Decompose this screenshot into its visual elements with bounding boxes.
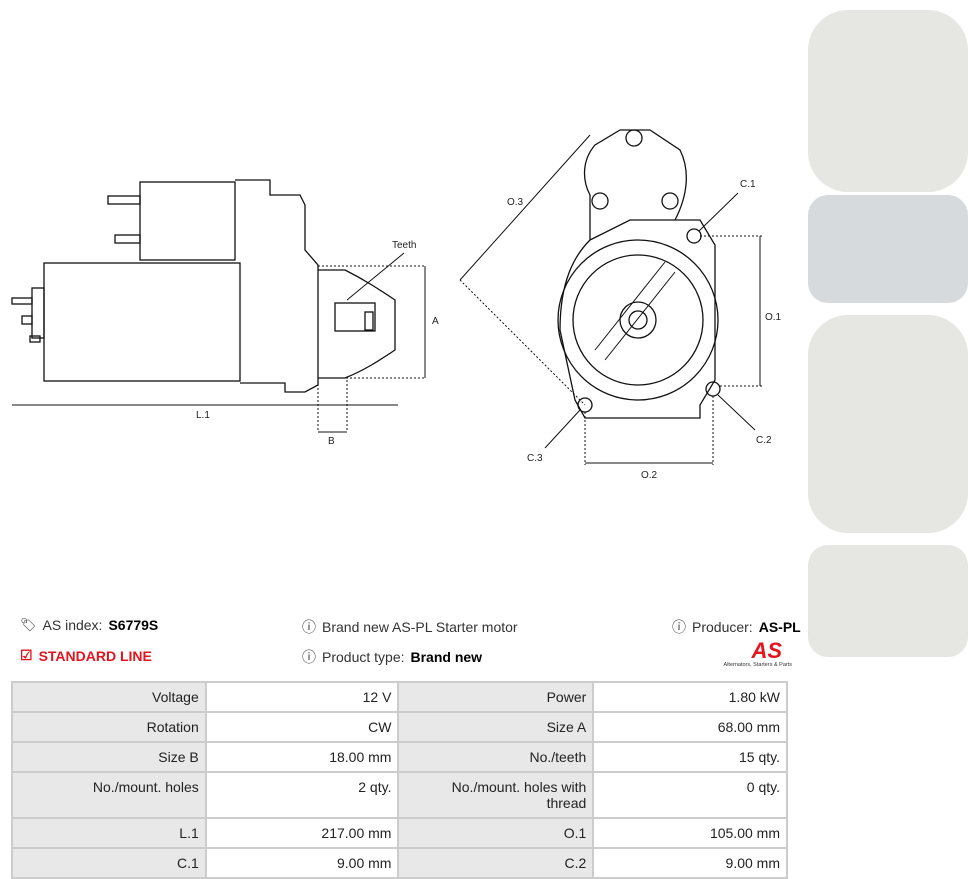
tags-icon: 🏷 (20, 617, 37, 632)
as-index: 🏷 AS index: S6779S (20, 617, 158, 633)
spec-value: 2 qty. (204, 771, 400, 819)
logo-mark: AS (751, 638, 782, 663)
spec-value: 18.00 mm (204, 741, 400, 773)
description-text: Brand new AS-PL Starter motor (322, 619, 518, 635)
spec-value: 1.80 kW (592, 681, 788, 713)
dim-o1-label: O.1 (765, 312, 782, 323)
checkbox-icon: ☑ (20, 647, 33, 663)
spec-label: Power (397, 681, 595, 713)
dim-o3-label: O.3 (507, 197, 524, 208)
product-type: ⓘ Product type: Brand new (302, 647, 482, 667)
producer: ⓘ Producer: AS-PL (672, 617, 801, 637)
spec-label: No./teeth (397, 741, 595, 773)
spec-label: C.1 (11, 847, 207, 879)
spec-value: 12 V (204, 681, 400, 713)
spec-label: C.2 (397, 847, 595, 879)
spec-label: No./mount. holes with thread (397, 771, 595, 819)
standard-line-badge: ☑ STANDARD LINE (20, 647, 152, 664)
dim-c3-label: C.3 (527, 453, 543, 464)
as-pl-logo: AS Alternators, Starters & Parts (716, 638, 792, 669)
spec-label: Rotation (11, 711, 207, 743)
dim-a-label: A (432, 316, 439, 327)
dim-l1-label: L.1 (196, 410, 210, 421)
spec-label: Size A (397, 711, 595, 743)
dim-o2-label: O.2 (641, 470, 658, 480)
info-icon: ⓘ (672, 619, 686, 635)
spec-value: 0 qty. (592, 771, 788, 819)
teeth-label: Teeth (392, 240, 416, 251)
dim-b-label: B (328, 436, 335, 447)
producer-value: AS-PL (758, 619, 801, 635)
spec-label: L.1 (11, 817, 207, 849)
spec-value: 105.00 mm (592, 817, 788, 849)
line-label: STANDARD LINE (38, 647, 152, 664)
product-photo-back[interactable] (808, 315, 968, 533)
product-photo-front[interactable] (808, 10, 968, 192)
product-type-value: Brand new (410, 649, 483, 665)
spec-value: 15 qty. (592, 741, 788, 773)
dim-c1-label: C.1 (740, 179, 756, 190)
spec-label: Voltage (11, 681, 207, 713)
front-view-drawing: C.1 O.1 C.2 C.3 O.2 O.3 (459, 129, 782, 480)
product-type-label: Product type: (322, 649, 405, 665)
spec-label: Size B (11, 741, 207, 773)
info-icon: ⓘ (302, 649, 316, 665)
spec-label: O.1 (397, 817, 595, 849)
spec-value: CW (204, 711, 400, 743)
producer-label: Producer: (692, 619, 753, 635)
as-index-value: S6779S (108, 617, 159, 633)
spec-label: No./mount. holes (11, 771, 207, 819)
dim-c2-label: C.2 (756, 435, 772, 446)
info-icon: ⓘ (302, 619, 316, 635)
side-view-drawing: Teeth A B L.1 (11, 179, 439, 447)
description: ⓘ Brand new AS-PL Starter motor (302, 617, 518, 637)
spec-value: 217.00 mm (204, 817, 400, 849)
product-photo-side[interactable] (808, 195, 968, 303)
spec-value: 68.00 mm (592, 711, 788, 743)
spec-value: 9.00 mm (592, 847, 788, 879)
spec-value: 9.00 mm (204, 847, 400, 879)
product-photo-angle[interactable] (808, 545, 968, 657)
as-index-label: AS index: (42, 617, 103, 633)
logo-tagline: Alternators, Starters & Parts (723, 662, 792, 668)
